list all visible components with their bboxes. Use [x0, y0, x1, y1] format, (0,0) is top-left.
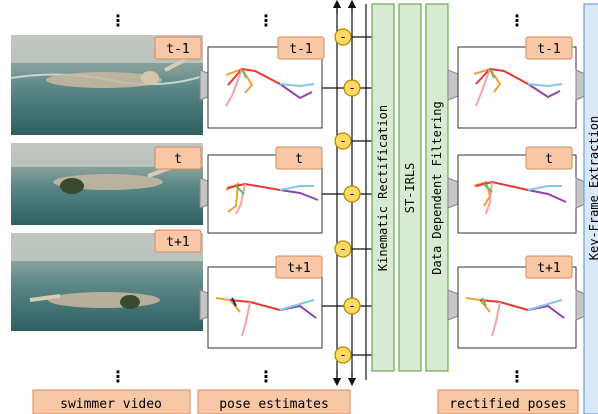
module-st-irls: ST-IRLS: [398, 3, 422, 372]
caption-pose-estimates-text: pose estimates: [219, 397, 329, 412]
diff-node-4-symbol: -: [350, 187, 354, 201]
diff-node-7: -: [334, 346, 372, 364]
caption-pose-estimates: pose estimates: [197, 389, 351, 414]
rectified-label-next-text: t+1: [537, 261, 560, 276]
filter-to-rectified-arrow-next: [447, 289, 459, 321]
diff-node-6: -: [343, 297, 372, 315]
module-st-irls-label: ST-IRLS: [403, 163, 417, 214]
pose-panel-curr: t: [207, 146, 323, 234]
rectified-panel-prev: t-1: [457, 36, 577, 129]
rectified-bottom-ellipsis: ⋮: [509, 367, 525, 386]
module-filtering-label: Data Dependent Filtering: [430, 101, 444, 274]
rectified-panel-curr: t: [457, 146, 577, 234]
module-data-dependent-filtering: Data Dependent Filtering: [425, 3, 449, 372]
caption-rectified-poses-text: rectified poses: [449, 397, 566, 412]
module-kinematic-rectification: Kinematic Rectification: [371, 3, 395, 372]
video-top-ellipsis: ⋮: [110, 11, 126, 30]
diff-node-2-symbol: -: [350, 81, 354, 95]
caption-rectified-poses: rectified poses: [437, 389, 579, 414]
diff-node-3-symbol: -: [341, 134, 345, 148]
rectified-label-curr-text: t: [545, 152, 553, 167]
filter-to-rectified-arrow-curr: [447, 177, 459, 209]
caption-swimmer-video: swimmer video: [32, 389, 191, 414]
video-label-next: t+1: [154, 229, 202, 253]
filter-to-rectified-arrow-prev: [447, 69, 459, 101]
rectified-top-ellipsis: ⋮: [509, 11, 525, 30]
video-label-next-text: t+1: [166, 235, 189, 250]
video-label-curr: t: [154, 146, 202, 170]
diff-node-4: -: [343, 185, 372, 203]
module-keyframe-label: Key-Frame Extraction: [587, 116, 598, 261]
pose-top-ellipsis: ⋮: [258, 11, 274, 30]
module-kinematic-label: Kinematic Rectification: [376, 105, 390, 271]
pose-label-next-text: t+1: [287, 261, 310, 276]
pose-label-curr-text: t: [295, 152, 303, 167]
diff-node-3: -: [334, 132, 372, 150]
video-bottom-ellipsis: ⋮: [110, 367, 126, 386]
diff-node-6-symbol: -: [350, 299, 354, 313]
video-label-prev-text: t-1: [166, 42, 189, 57]
video-label-curr-text: t: [174, 152, 182, 167]
video-label-prev: t-1: [154, 36, 202, 60]
diff-node-5-symbol: -: [341, 242, 345, 256]
pose-panel-next: t+1: [207, 255, 323, 349]
rectified-panel-next: t+1: [457, 255, 577, 349]
diff-node-1-symbol: -: [341, 30, 345, 44]
pose-label-prev-text: t-1: [289, 42, 312, 57]
pose-panel-prev: t-1: [207, 36, 325, 129]
caption-swimmer-video-text: swimmer video: [60, 397, 162, 412]
module-key-frame-extraction: Key-Frame Extraction: [583, 3, 598, 414]
diff-node-1: -: [334, 28, 372, 46]
rectified-label-prev-text: t-1: [537, 42, 560, 57]
diff-node-5: -: [334, 240, 372, 258]
diff-node-2: -: [343, 79, 372, 97]
pose-bottom-ellipsis: ⋮: [258, 367, 274, 386]
diff-node-7-symbol: -: [341, 348, 345, 362]
